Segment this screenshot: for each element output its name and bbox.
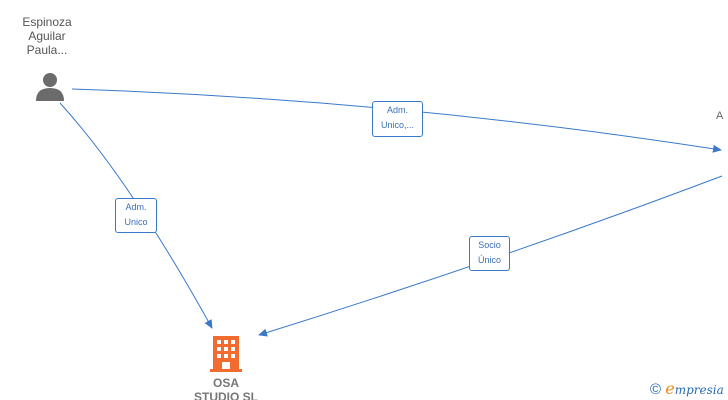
edge-label-line2: Unico — [124, 217, 148, 227]
person-icon[interactable] — [34, 71, 66, 101]
empresia-logo-e: e — [665, 379, 675, 398]
building-icon[interactable] — [210, 336, 242, 372]
edge-person-to-company — [59, 102, 213, 329]
person-node-label[interactable]: Espinoza Aguilar Paula... — [7, 15, 87, 57]
copyright-symbol: © — [650, 381, 662, 398]
edge-label-line1: Socio — [478, 240, 501, 250]
edge-label-adm-unico-2[interactable]: Adm. Unico — [115, 198, 157, 233]
company-node-label[interactable]: OSA STUDIO SL — [176, 376, 276, 400]
edge-label-adm-unico-1[interactable]: Adm. Unico,... — [372, 101, 423, 137]
company-label-line1: OSA — [212, 376, 239, 390]
person-label-line3: Paula... — [26, 43, 68, 57]
company-label-line2: STUDIO SL — [193, 390, 258, 400]
edge-label-line2: Único — [477, 255, 501, 265]
edge-label-socio-unico[interactable]: Socio Único — [469, 236, 510, 271]
person-label-line2: Aguilar — [28, 29, 66, 43]
empresia-watermark: © empresia — [650, 380, 724, 399]
edge-label-line1: Adm. — [386, 105, 408, 115]
edge-label-line1: Adm. — [125, 202, 147, 212]
person-label-line1: Espinoza — [22, 15, 72, 29]
partial-node-label[interactable]: A — [716, 110, 724, 122]
empresia-brand-text: mpresia — [674, 383, 724, 397]
edge-label-line2: Unico,... — [380, 120, 414, 130]
